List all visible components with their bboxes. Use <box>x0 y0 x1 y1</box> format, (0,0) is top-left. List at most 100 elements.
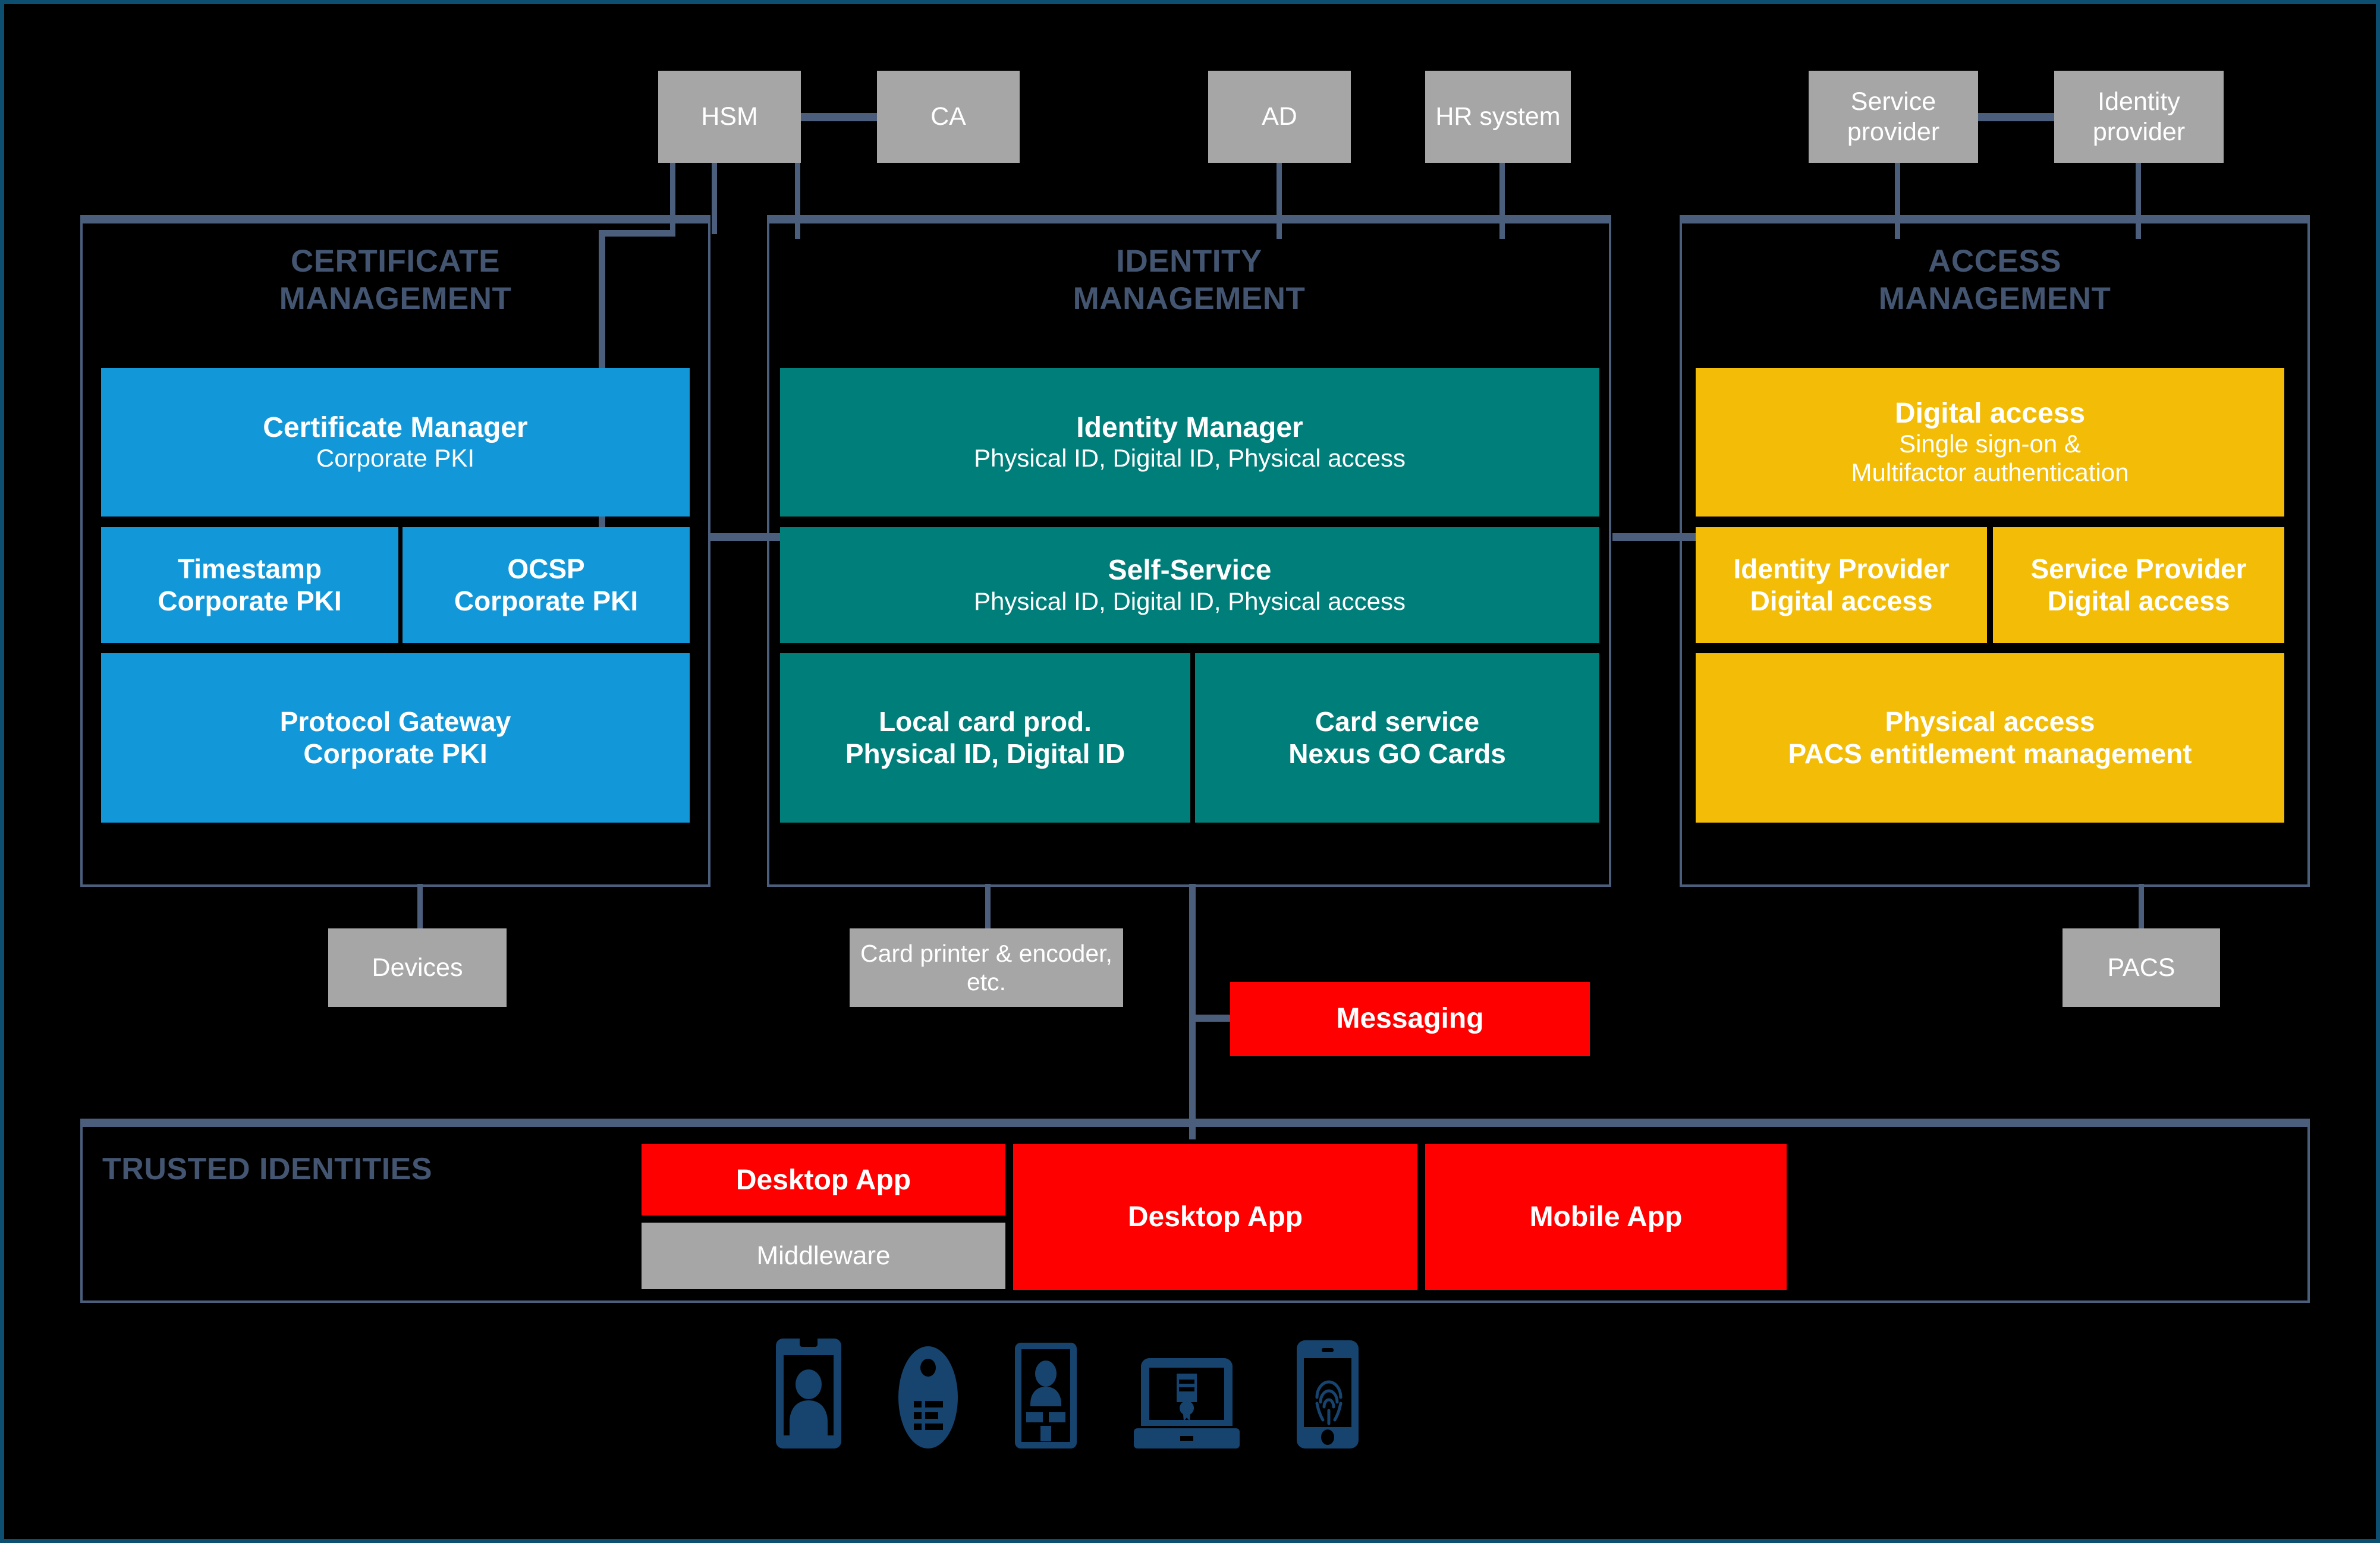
tile-service-provider[interactable]: Service Provider Digital access <box>1993 527 2284 643</box>
trusted-identities-mobile-app-label: Mobile App <box>1529 1201 1683 1233</box>
connector-idp-vertical <box>2136 162 2141 239</box>
tile-protocol-gateway-name: Protocol Gateway <box>279 706 511 738</box>
external-box-card-printer-label: Card printer & encoder, etc. <box>860 939 1112 996</box>
connector-hr-vertical <box>1499 162 1505 239</box>
trusted-identities-desktop-app-large[interactable]: Desktop App <box>1013 1144 1417 1290</box>
connector-ca-vertical <box>795 162 800 239</box>
connector-messaging-branch <box>1189 1015 1233 1022</box>
connector-hsm-vertical <box>670 162 675 235</box>
external-box-identity-provider-label: Identity provider <box>2092 87 2186 146</box>
connector-im-to-trusted <box>1189 884 1196 1139</box>
panel-trusted-identities <box>80 1119 2310 1303</box>
external-box-service-provider[interactable]: Service provider <box>1809 71 1978 163</box>
panel-identity-management-title: IDENTITY MANAGEMENT <box>767 243 1611 317</box>
panel-certificate-management-title-line2: MANAGEMENT <box>279 281 512 316</box>
external-box-hr-system[interactable]: HR system <box>1425 71 1571 163</box>
panel-identity-management-title-line2: MANAGEMENT <box>1073 281 1306 316</box>
trusted-identities-middleware-label: Middleware <box>756 1241 891 1270</box>
trusted-identities-desktop-app-small-label: Desktop App <box>735 1164 911 1196</box>
tile-physical-access[interactable]: Physical access PACS entitlement managem… <box>1696 653 2284 823</box>
tile-local-card-production-sub: Physical ID, Digital ID <box>845 738 1125 769</box>
tile-identity-manager-name: Identity Manager <box>1076 411 1303 443</box>
tile-digital-access-sub: Single sign-on & <box>1899 430 2081 458</box>
external-box-identity-provider[interactable]: Identity provider <box>2054 71 2224 163</box>
connector-sp-idp-link <box>1978 113 2054 121</box>
panel-access-management <box>1680 215 2310 887</box>
tile-ocsp-sub: Corporate PKI <box>454 585 639 616</box>
external-box-ca[interactable]: CA <box>877 71 1020 163</box>
tile-service-provider-sub: Digital access <box>2047 585 2230 616</box>
trusted-identities-desktop-app-small[interactable]: Desktop App <box>642 1144 1005 1215</box>
messaging-label: Messaging <box>1336 1003 1484 1035</box>
tile-service-provider-name: Service Provider <box>2030 553 2247 585</box>
tile-timestamp-name: Timestamp <box>177 553 322 585</box>
connector-im-to-printer <box>985 884 991 928</box>
external-box-pacs-label: PACS <box>2107 953 2175 982</box>
connector-ca-stub-cm <box>712 162 717 234</box>
panel-identity-management <box>767 215 1611 887</box>
tile-ocsp[interactable]: OCSP Corporate PKI <box>403 527 690 643</box>
connector-am-to-pacs <box>2139 884 2144 928</box>
panel-certificate-management-title-line1: CERTIFICATE <box>291 244 500 279</box>
tile-physical-access-sub: PACS entitlement management <box>1788 738 2192 769</box>
tile-ocsp-name: OCSP <box>507 553 585 585</box>
tile-protocol-gateway-sub: Corporate PKI <box>303 738 488 769</box>
device-icon-strip <box>747 1330 1639 1448</box>
messaging-box[interactable]: Messaging <box>1230 982 1590 1056</box>
trusted-identities-middleware[interactable]: Middleware <box>642 1223 1005 1289</box>
external-box-devices[interactable]: Devices <box>328 928 507 1007</box>
panel-certificate-management-title: CERTIFICATE MANAGEMENT <box>80 243 710 317</box>
tile-identity-manager-sub: Physical ID, Digital ID, Physical access <box>974 444 1406 473</box>
external-box-card-printer[interactable]: Card printer & encoder, etc. <box>850 928 1123 1007</box>
external-box-pacs[interactable]: PACS <box>2063 928 2220 1007</box>
connector-hsm-ca-link <box>801 113 877 121</box>
tile-local-card-production-name: Local card prod. <box>879 706 1092 738</box>
tile-timestamp[interactable]: Timestamp Corporate PKI <box>101 527 398 643</box>
external-box-service-provider-label: Service provider <box>1847 87 1940 146</box>
tile-timestamp-sub: Corporate PKI <box>158 585 342 616</box>
external-box-hr-system-label: HR system <box>1435 102 1561 131</box>
external-box-ca-label: CA <box>930 102 966 131</box>
connector-im-am-link <box>1612 533 1702 541</box>
connector-cm-to-devices <box>417 884 423 928</box>
connector-cm-im-link <box>709 533 792 541</box>
external-box-ad-label: AD <box>1262 102 1297 131</box>
tile-self-service-name: Self-Service <box>1108 555 1272 587</box>
tile-identity-provider-name: Identity Provider <box>1733 553 1950 585</box>
external-box-ad[interactable]: AD <box>1208 71 1351 163</box>
tile-self-service[interactable]: Self-Service Physical ID, Digital ID, Ph… <box>780 527 1599 643</box>
tile-certificate-manager-name: Certificate Manager <box>263 411 528 443</box>
external-box-devices-label: Devices <box>372 953 463 982</box>
smartphone-fingerprint-icon <box>1297 1340 1359 1448</box>
panel-certificate-management <box>80 215 710 887</box>
tile-digital-access[interactable]: Digital access Single sign-on & Multifac… <box>1696 368 2284 517</box>
tile-certificate-manager[interactable]: Certificate Manager Corporate PKI <box>101 368 690 517</box>
tile-digital-access-name: Digital access <box>1894 397 2086 429</box>
key-fob-tag-icon <box>898 1346 958 1448</box>
tile-local-card-production[interactable]: Local card prod. Physical ID, Digital ID <box>780 653 1190 823</box>
tile-identity-provider-sub: Digital access <box>1750 585 1933 616</box>
connector-hsm-elbow <box>599 230 675 237</box>
tile-self-service-sub: Physical ID, Digital ID, Physical access <box>974 587 1406 615</box>
tile-identity-manager[interactable]: Identity Manager Physical ID, Digital ID… <box>780 368 1599 517</box>
tile-protocol-gateway[interactable]: Protocol Gateway Corporate PKI <box>101 653 690 823</box>
external-box-hsm[interactable]: HSM <box>658 71 801 163</box>
tile-certificate-manager-sub: Corporate PKI <box>316 444 475 473</box>
external-box-hsm-label: HSM <box>701 102 758 131</box>
tile-physical-access-name: Physical access <box>1885 706 2095 738</box>
panel-access-management-title-line1: ACCESS <box>1928 244 2061 279</box>
trusted-identities-label: TRUSTED IDENTITIES <box>102 1152 433 1186</box>
tile-card-service-name: Card service <box>1315 706 1480 738</box>
panel-access-management-title-line2: MANAGEMENT <box>1878 281 2111 316</box>
smart-card-icon <box>1015 1343 1077 1448</box>
id-card-portrait-icon <box>776 1339 841 1448</box>
tile-card-service[interactable]: Card service Nexus GO Cards <box>1195 653 1599 823</box>
panel-identity-management-title-line1: IDENTITY <box>1116 244 1262 279</box>
panel-access-management-title: ACCESS MANAGEMENT <box>1680 243 2310 317</box>
trusted-identities-mobile-app[interactable]: Mobile App <box>1425 1144 1787 1290</box>
tile-digital-access-sub2: Multifactor authentication <box>1851 458 2129 487</box>
tile-identity-provider[interactable]: Identity Provider Digital access <box>1696 527 1987 643</box>
trusted-identities-desktop-app-large-label: Desktop App <box>1127 1201 1303 1233</box>
tile-card-service-sub: Nexus GO Cards <box>1288 738 1506 769</box>
